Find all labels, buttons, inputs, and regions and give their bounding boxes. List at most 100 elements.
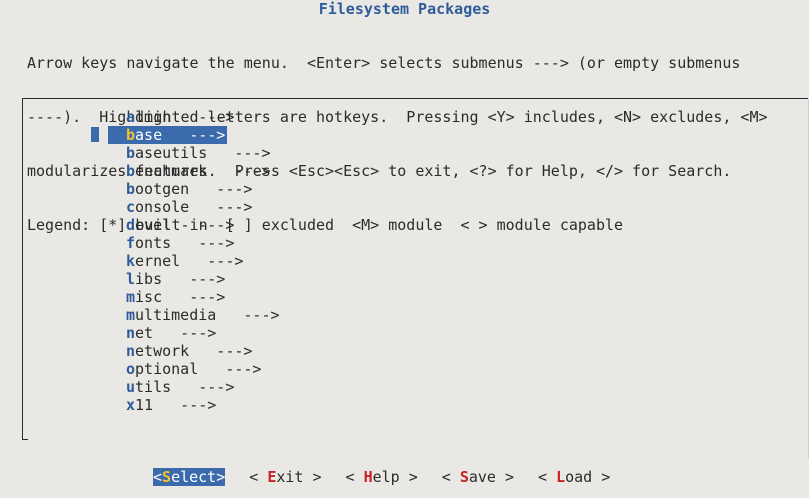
menu-item-label: aseutils	[135, 144, 208, 162]
menu-item-row: utils --->	[126, 378, 236, 396]
menu-item-row: bootgen --->	[126, 180, 254, 198]
menu-item-admin[interactable]: admin --->	[126, 108, 282, 126]
submenu-arrow-icon: --->	[153, 324, 217, 342]
menu-item-label: evel	[135, 216, 172, 234]
button-hotkey: L	[556, 468, 566, 486]
load-button[interactable]: < Load >	[538, 468, 610, 486]
menu-item-label: ootgen	[135, 180, 190, 198]
menu-box	[22, 98, 809, 440]
submenu-arrow-icon: --->	[171, 108, 235, 126]
window-title: Filesystem Packages	[318, 0, 491, 18]
menu-item-console[interactable]: console --->	[126, 198, 282, 216]
menu-item-hotkey: b	[126, 126, 136, 144]
button-label: ave >	[468, 468, 514, 486]
help-line: ----). Highlighted letters are hotkeys. …	[27, 108, 768, 126]
help-text: Arrow keys navigate the menu. <Enter> se…	[27, 18, 768, 252]
menu-item-x11[interactable]: x11 --->	[126, 396, 282, 414]
menu-item-optional[interactable]: optional --->	[126, 360, 282, 378]
menu-item-row: net --->	[126, 324, 218, 342]
menu-item-label: isc	[135, 288, 163, 306]
menu-item-label: ptional	[135, 360, 199, 378]
menu-item-label: tils	[135, 378, 172, 396]
menu-item-misc[interactable]: misc --->	[126, 288, 282, 306]
menu-item-row: benchmark --->	[126, 162, 273, 180]
menu-item-hotkey: u	[126, 378, 136, 396]
menu-item-hotkey: o	[126, 360, 136, 378]
button-bar: <Select>< Exit >< Help >< Save >< Load >	[153, 468, 634, 486]
button-label: oad >	[565, 468, 611, 486]
menu-list: admin --->base --->baseutils --->benchma…	[108, 108, 282, 414]
menu-item-baseutils[interactable]: baseutils --->	[126, 144, 282, 162]
select-button[interactable]: <Select>	[153, 468, 226, 486]
menu-item-row: admin --->	[126, 108, 236, 126]
menu-item-hotkey: l	[126, 270, 136, 288]
submenu-arrow-icon: --->	[180, 252, 244, 270]
menu-item-hotkey: f	[126, 234, 136, 252]
submenu-arrow-icon: --->	[171, 216, 235, 234]
menu-item-label: enchmark	[135, 162, 208, 180]
menu-item-row: libs --->	[126, 270, 227, 288]
button-prefix: <	[249, 468, 268, 486]
menu-item-label: ultimedia	[135, 306, 217, 324]
save-button[interactable]: < Save >	[442, 468, 514, 486]
submenu-arrow-icon: --->	[162, 288, 226, 306]
menu-item-row: multimedia --->	[126, 306, 282, 324]
menu-item-fonts[interactable]: fonts --->	[126, 234, 282, 252]
button-hotkey: E	[267, 468, 277, 486]
submenu-arrow-icon: --->	[171, 378, 235, 396]
menu-item-hotkey: n	[126, 324, 136, 342]
exit-button[interactable]: < Exit >	[249, 468, 321, 486]
menu-item-kernel[interactable]: kernel --->	[126, 252, 282, 270]
menu-item-hotkey: b	[126, 144, 136, 162]
menu-item-label: ase	[135, 126, 163, 144]
box-corner	[22, 439, 28, 440]
menu-item-label: etwork	[135, 342, 190, 360]
button-hotkey: H	[363, 468, 373, 486]
menu-item-row: misc --->	[126, 288, 227, 306]
submenu-arrow-icon: --->	[207, 144, 271, 162]
help-line: Arrow keys navigate the menu. <Enter> se…	[27, 54, 741, 72]
submenu-arrow-icon: --->	[189, 180, 253, 198]
menu-item-utils[interactable]: utils --->	[126, 378, 282, 396]
menu-item-label: dmin	[135, 108, 172, 126]
submenu-arrow-icon: --->	[216, 306, 280, 324]
button-prefix: <	[153, 468, 163, 486]
menu-item-bootgen[interactable]: bootgen --->	[126, 180, 282, 198]
submenu-arrow-icon: --->	[189, 342, 253, 360]
submenu-arrow-icon: --->	[189, 198, 253, 216]
menu-item-net[interactable]: net --->	[126, 324, 282, 342]
menu-item-hotkey: k	[126, 252, 136, 270]
menu-item-hotkey: m	[126, 288, 136, 306]
menu-item-row: x11 --->	[126, 396, 218, 414]
help-button[interactable]: < Help >	[346, 468, 418, 486]
menu-item-label: ernel	[135, 252, 181, 270]
menu-item-hotkey: x	[126, 396, 136, 414]
menu-item-label: onts	[135, 234, 172, 252]
menu-item-network[interactable]: network --->	[126, 342, 282, 360]
menu-item-devel[interactable]: devel --->	[126, 216, 282, 234]
submenu-arrow-icon: --->	[162, 126, 226, 144]
menu-item-label: onsole	[135, 198, 190, 216]
button-hotkey: S	[162, 468, 172, 486]
menu-item-libs[interactable]: libs --->	[126, 270, 282, 288]
menu-item-row: network --->	[126, 342, 254, 360]
button-label: xit >	[276, 468, 322, 486]
menu-item-row: baseutils --->	[126, 144, 273, 162]
submenu-arrow-icon: --->	[153, 396, 217, 414]
menu-item-base[interactable]: base --->	[108, 126, 282, 144]
menu-item-label: et	[135, 324, 154, 342]
button-label: elp >	[372, 468, 418, 486]
button-prefix: <	[345, 468, 364, 486]
button-prefix: <	[538, 468, 557, 486]
menu-item-benchmark[interactable]: benchmark --->	[126, 162, 282, 180]
menu-item-row: devel --->	[126, 216, 236, 234]
button-hotkey: S	[459, 468, 469, 486]
button-label: elect>	[171, 468, 226, 486]
submenu-arrow-icon: --->	[207, 162, 271, 180]
help-line: Legend: [*] built-in [ ] excluded <M> mo…	[27, 216, 624, 234]
submenu-arrow-icon: --->	[198, 360, 262, 378]
menu-item-hotkey: a	[126, 108, 136, 126]
menu-item-hotkey: n	[126, 342, 136, 360]
menu-item-multimedia[interactable]: multimedia --->	[126, 306, 282, 324]
menu-item-hotkey: c	[126, 198, 136, 216]
